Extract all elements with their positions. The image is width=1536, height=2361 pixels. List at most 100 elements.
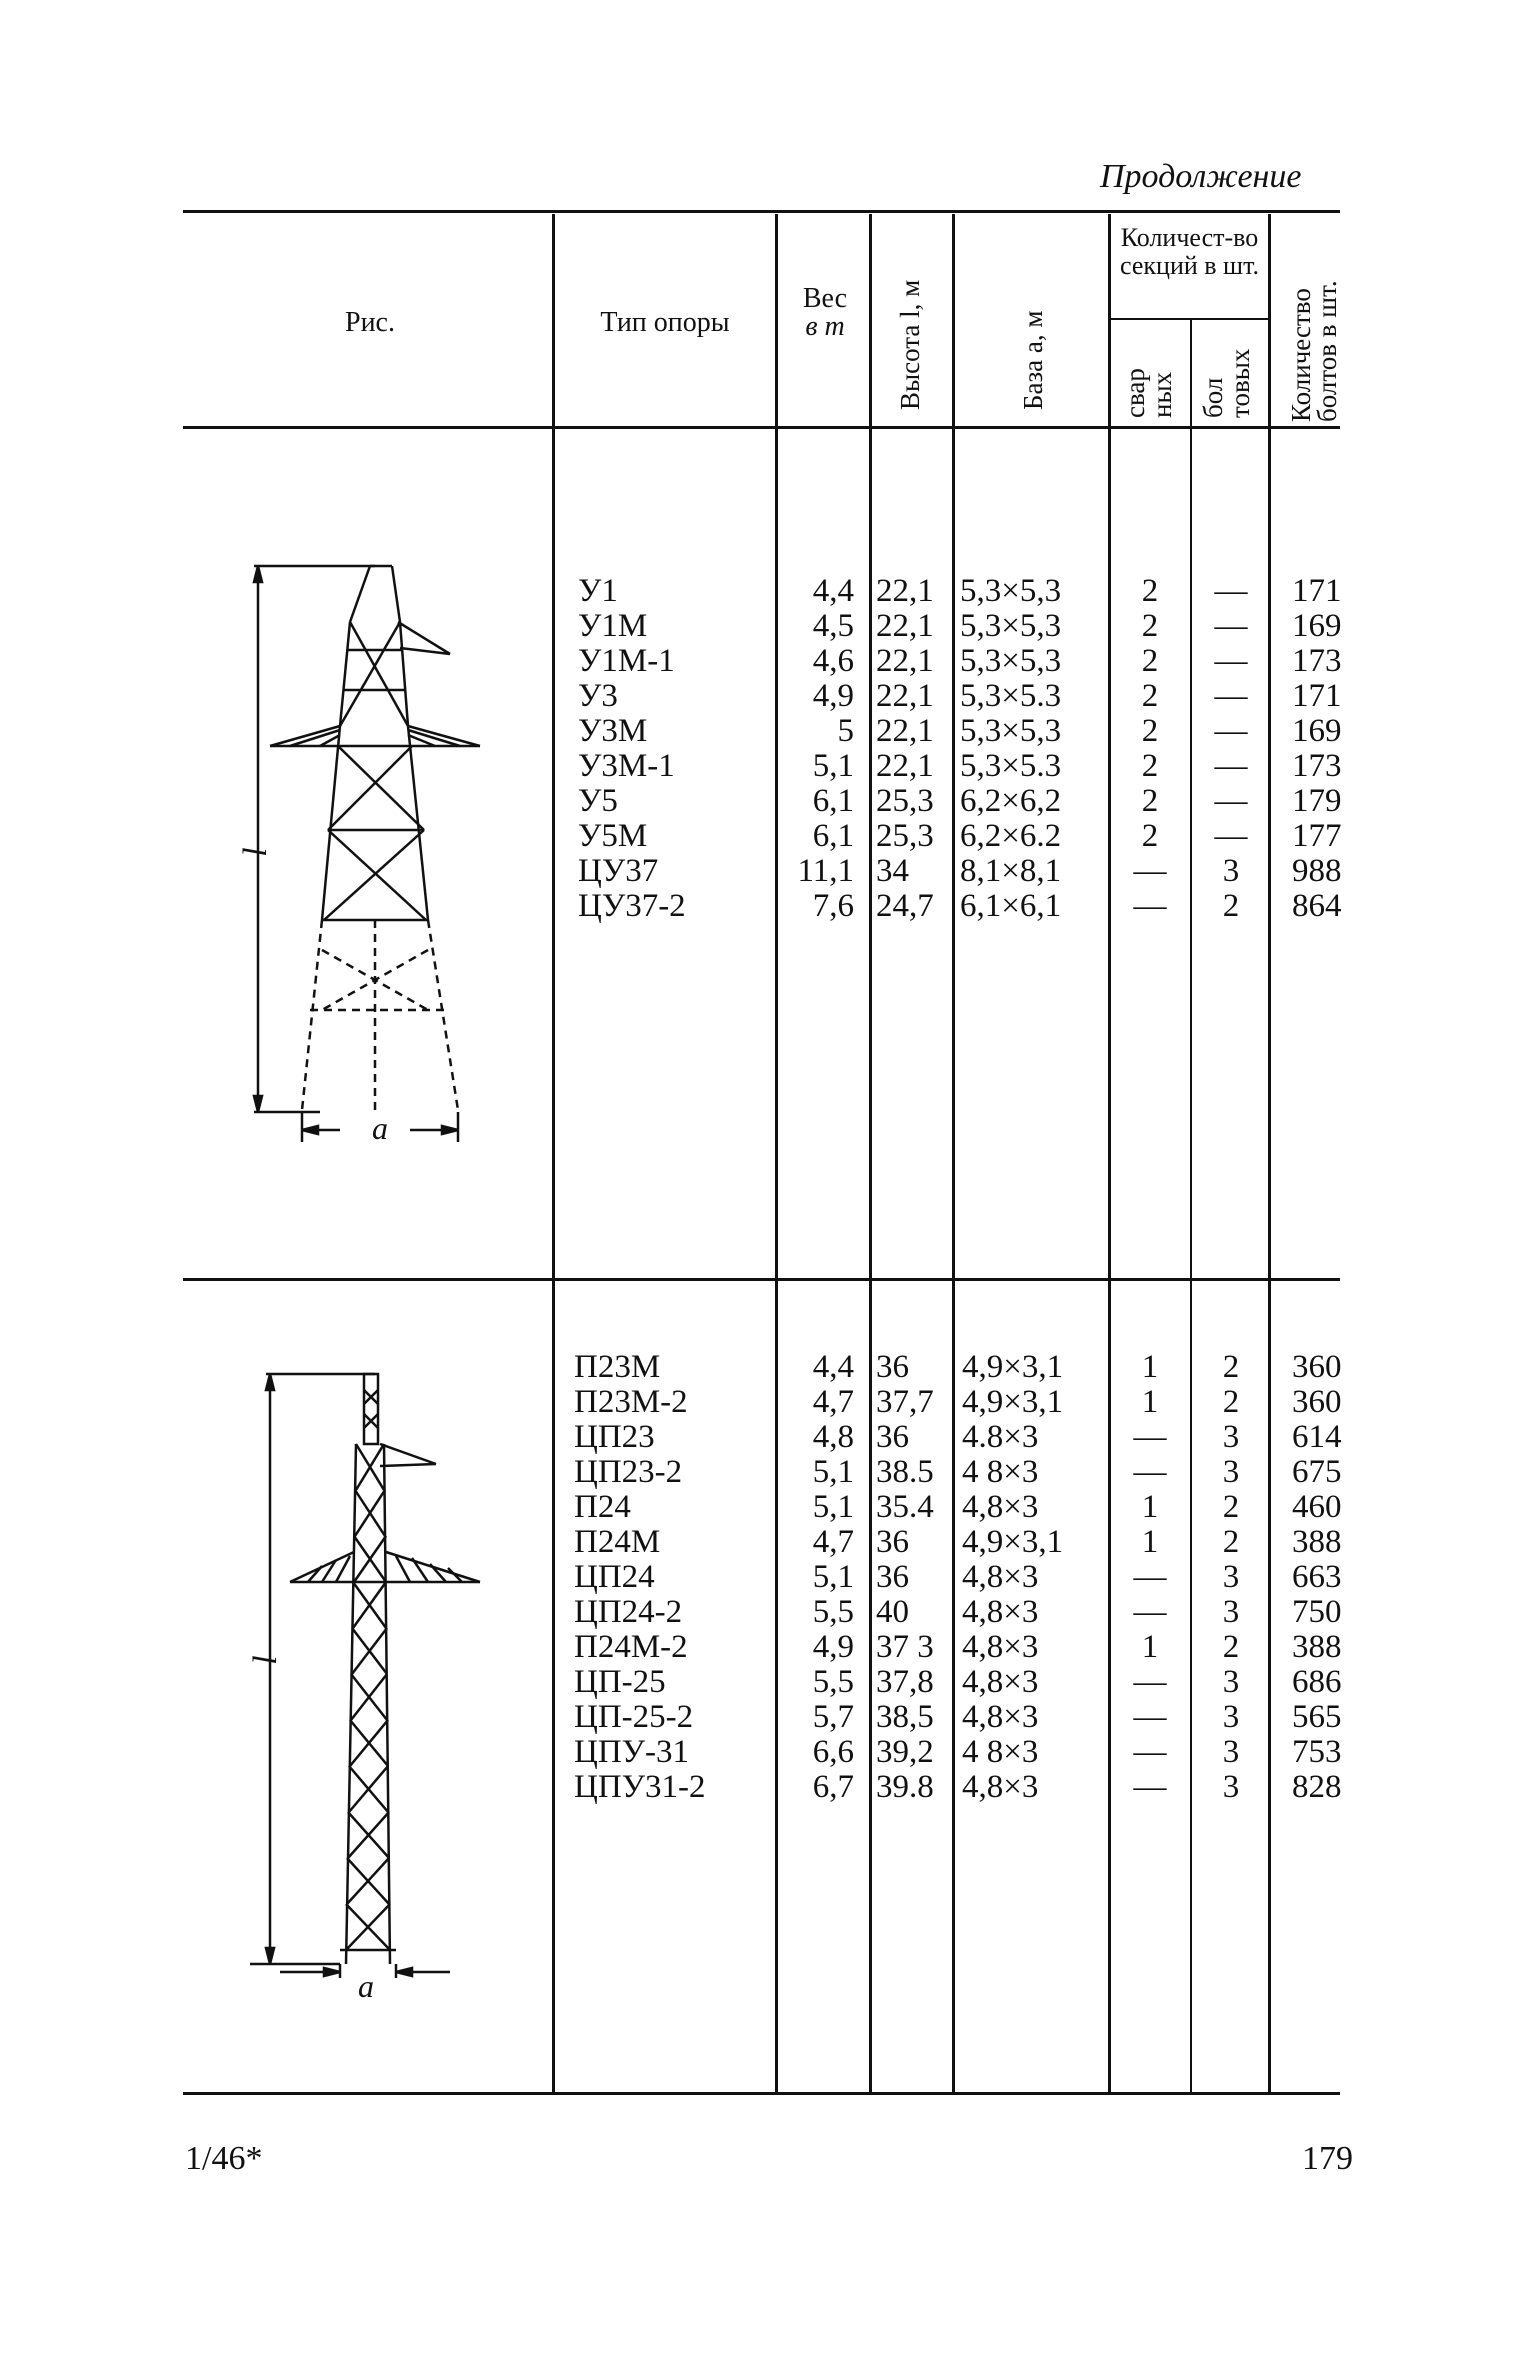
table-cell: 38.5 <box>876 1454 934 1490</box>
table-cell: — <box>1214 818 1248 854</box>
table-cell: 37,8 <box>876 1664 934 1700</box>
table-cell: 4,9 <box>812 678 854 714</box>
header-bolts: Количество болтов в шт. <box>1286 280 1342 422</box>
table-cell: 4,8×3 <box>962 1559 1039 1595</box>
table-cell: ЦП23 <box>574 1419 655 1455</box>
table-cell: — <box>1133 1699 1167 1735</box>
table-cell: 5,3×5.3 <box>960 748 1062 784</box>
table-cell: У5 <box>578 783 618 819</box>
table-cell: 38,5 <box>876 1699 934 1735</box>
table-cell: 4,4 <box>812 1349 854 1385</box>
table-cell: 5,1 <box>812 748 854 784</box>
table-cell: ЦПУ-31 <box>574 1734 690 1770</box>
table-cell: ЦПУ31-2 <box>574 1769 706 1805</box>
table-cell: П24М <box>574 1524 661 1560</box>
table-cell: — <box>1214 608 1248 644</box>
table-cell: 22,1 <box>876 713 934 749</box>
table-cell: 1 <box>1141 1384 1159 1420</box>
table-cell: 4,8×3 <box>962 1699 1039 1735</box>
tower-figure-2 <box>250 1372 481 1978</box>
table-cell: П23М-2 <box>574 1384 688 1420</box>
table-cell: 675 <box>1292 1454 1342 1490</box>
table-cell: — <box>1214 783 1248 819</box>
table-cell: 3 <box>1222 853 1240 889</box>
table-cell: 5,5 <box>812 1664 854 1700</box>
table-cell: 2 <box>1222 1349 1240 1385</box>
table-cell: 173 <box>1292 748 1342 784</box>
table-cell: — <box>1133 1454 1167 1490</box>
table-cell: 4,8×3 <box>962 1629 1039 1665</box>
table-cell: 22,1 <box>876 573 934 609</box>
col-divider-4 <box>952 214 955 2094</box>
table-cell: 4,9 <box>812 1629 854 1665</box>
table-cell: 6,1 <box>812 818 854 854</box>
table-cell: 22,1 <box>876 678 934 714</box>
table-cell: — <box>1133 1594 1167 1630</box>
table-cell: — <box>1133 888 1167 924</box>
table-cell: 2 <box>1141 643 1159 679</box>
table-cell: 750 <box>1292 1594 1342 1630</box>
table-cell: 4,6 <box>812 643 854 679</box>
table-cell: 5,3×5,3 <box>960 713 1062 749</box>
table-cell: 4,4 <box>812 573 854 609</box>
table-cell: 4,7 <box>812 1384 854 1420</box>
table-bottom-rule <box>183 2092 1340 2095</box>
table-cell: 3 <box>1222 1699 1240 1735</box>
table-cell: 6,7 <box>812 1769 854 1805</box>
table-cell: 37,7 <box>876 1384 934 1420</box>
table-cell: 4,7 <box>812 1524 854 1560</box>
table-cell: 753 <box>1292 1734 1342 1770</box>
table-cell: 34 <box>876 853 909 889</box>
table-cell: 3 <box>1222 1454 1240 1490</box>
header-sections: Количест-во секций в шт. <box>1120 223 1259 280</box>
table-cell: 686 <box>1292 1664 1342 1700</box>
table-cell: ЦУ37-2 <box>578 888 686 924</box>
table-cell: 5,3×5,3 <box>960 608 1062 644</box>
table-cell: 6,1×6,1 <box>960 888 1062 924</box>
table-cell: — <box>1133 853 1167 889</box>
table-cell: ЦП-25 <box>574 1664 666 1700</box>
table-cell: 36 <box>876 1524 909 1560</box>
table-cell: 988 <box>1292 853 1342 889</box>
table-cell: 2 <box>1141 748 1159 784</box>
header-fig: Рис. <box>345 307 395 338</box>
table-cell: П24М-2 <box>574 1629 688 1665</box>
table-cell: 2 <box>1141 713 1159 749</box>
header-bolted: бол товых <box>1198 348 1255 418</box>
table-cell: 3 <box>1222 1559 1240 1595</box>
table-cell: 4,9×3,1 <box>962 1524 1064 1560</box>
table-cell: 2 <box>1141 783 1159 819</box>
table-cell: ЦП24 <box>574 1559 655 1595</box>
table-cell: — <box>1133 1769 1167 1805</box>
table-cell: 3 <box>1222 1664 1240 1700</box>
table-cell: 663 <box>1292 1559 1342 1595</box>
table-cell: 24,7 <box>876 888 934 924</box>
table-cell: 39,2 <box>876 1734 934 1770</box>
table-cell: 25,3 <box>876 818 934 854</box>
table-cell: — <box>1133 1734 1167 1770</box>
header-weight-2: в т <box>805 311 845 342</box>
table-top-rule <box>183 210 1340 213</box>
tower-figure-1 <box>252 564 481 1142</box>
table-cell: 864 <box>1292 888 1342 924</box>
table-cell: 4,8×3 <box>962 1769 1039 1805</box>
table-cell: 460 <box>1292 1489 1342 1525</box>
table-cell: — <box>1133 1664 1167 1700</box>
table-cell: 5,5 <box>812 1594 854 1630</box>
table-cell: 2 <box>1141 608 1159 644</box>
table-cell: У1М-1 <box>578 643 675 679</box>
table-cell: 4 8×3 <box>962 1454 1039 1490</box>
table-cell: 5,1 <box>812 1489 854 1525</box>
table-cell: 36 <box>876 1559 909 1595</box>
table-cell: 1 <box>1141 1629 1159 1665</box>
table-cell: 2 <box>1222 1489 1240 1525</box>
table-cell: — <box>1214 643 1248 679</box>
figure-2-label-l: l <box>244 1654 282 1664</box>
table-cell: 4,8 <box>812 1419 854 1455</box>
table-cell: — <box>1214 573 1248 609</box>
